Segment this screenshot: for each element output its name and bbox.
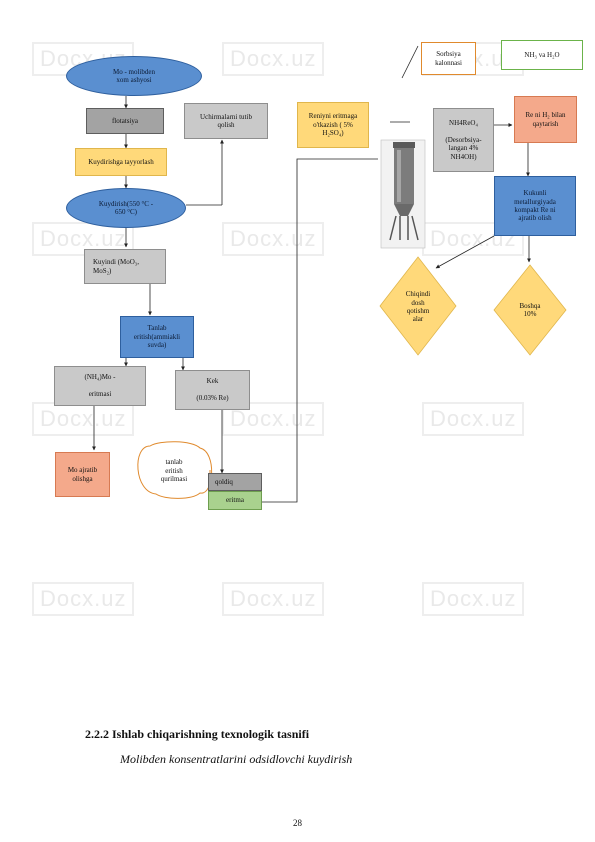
sorption-column-label: Sorbsiya kalonnasi [421,42,476,75]
cloud-icon [137,441,213,499]
exhaust-capture-node: Uchirmalarni tutib qolish [184,103,268,139]
watermark: Docx.uz [222,42,325,76]
rhenium-reduction-node: Re ni H₂ bilan qaytarish [514,96,577,143]
residue-solution-bottom: eritma [208,491,262,510]
residue-solution-top: qoldiq [208,473,262,491]
flotation-node: flotatsiya [86,108,164,134]
filter-column-icon [380,139,426,249]
watermark: Docx.uz [32,582,135,616]
other-label: Boshqa 10% [519,301,541,318]
watermark: Docx.uz [222,402,325,436]
watermark: Docx.uz [32,222,135,256]
arrow-icon [262,158,378,503]
ammonium-perrhenate-node: NH4ReO₄ (Desorbsiya- langan 4% NH4OH) [433,108,494,172]
watermark: Docx.uz [222,582,325,616]
mo-extract-node: Mo ajratib olishga [55,452,110,497]
arrow-icon [435,235,495,269]
watermark: Docx.uz [222,222,325,256]
section-subheading: Molibden konsentratlarini odsidlovchi ku… [120,752,353,766]
ammonium-mo-node: (NH₄)Mo - eritmasi [54,366,146,406]
arrow-icon [401,45,419,79]
roast-prep-node: Kuydirishga tayyorlash [75,148,167,176]
other-diamond [493,264,567,356]
cake-node: Kek (0.03% Re) [175,370,250,410]
section-heading: 2.2.2 Ishlab chiqarishning texnologik ta… [85,727,310,741]
waste-alloys-label: Chiqindi dosh qotishm alar [405,290,431,324]
roast-node: Kuydirish(550 °C - 650 °C) [66,188,186,228]
leach-node: Tanlab eritish(ammiakli suvda) [120,316,194,358]
cloud-label: tanlab eritish qurilmasi [160,458,188,484]
page-number: 28 [293,818,302,828]
watermark: Docx.uz [422,402,525,436]
ammonia-water-label: NH₃ va H₂O [501,40,583,70]
rhenium-leach-node: Reniyni eritmaga o'tkazish ( 5% H₂SO₄) [297,102,369,148]
waste-diamond [379,256,457,356]
mo-raw-node: Mo - molibden xom ashyosi [66,56,202,96]
residue-node: Kuyindi (MoO₃, MoS₂) [84,249,166,284]
watermark: Docx.uz [422,582,525,616]
powder-metallurgy-node: Kukunli metallurgiyada kompakt Re ni ajr… [494,176,576,236]
